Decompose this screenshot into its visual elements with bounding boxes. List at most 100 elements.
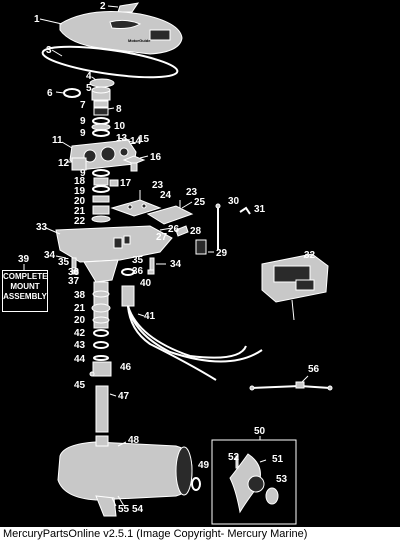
part-label: 9 [80,116,86,127]
part-32-control-board [261,253,329,321]
part-label: 54 [132,504,144,515]
part-label: 21 [74,206,86,217]
part-17-clip [109,179,119,187]
part-35-washer-right [149,257,155,271]
part-label: 34 [170,259,182,270]
part-label: 18 [74,176,86,187]
part-label: 21 [74,303,86,314]
part-20-bushing [92,195,110,203]
part-label: 14 [130,136,142,147]
part-label: 28 [190,226,202,237]
part-label: 10 [114,121,126,132]
part-label: 37 [68,276,80,287]
part-38-bushing [92,290,110,298]
part-label: 29 [216,248,228,259]
part-label: 23 [186,187,198,198]
part-label: 44 [74,354,86,365]
part-label: 4 [86,71,92,82]
part-label: 5 [86,83,92,94]
part-25-bracket-plate [146,201,194,225]
part-label: 40 [140,278,152,289]
part-label: 24 [160,190,172,201]
part-7-nut [93,100,109,108]
part-label: 25 [194,197,206,208]
part-12-gear [66,157,87,171]
part-2-cap [107,2,140,13]
part-label: 55 [118,504,130,515]
part-4-collar [89,76,115,88]
part-label: 53 [276,474,288,485]
mount-box-line: COMPLETE [3,272,48,281]
part-40-ring [121,268,135,276]
part-label: 39 [18,254,30,265]
part-label: 50 [254,426,266,437]
part-label: 49 [198,460,210,471]
part-29-bracket [195,239,214,255]
part-label: 47 [118,391,130,402]
mount-box-line: MOUNT [10,282,40,291]
part-55-anode [111,497,117,507]
part-label: 43 [74,340,86,351]
part-label: 2 [100,1,106,12]
part-label: 16 [150,152,162,163]
part-28-latch [175,225,189,237]
part-label: 22 [74,216,86,227]
part-48-motor [57,435,193,517]
part-19-ring [92,185,110,193]
part-31-clip [239,206,251,215]
part-label: 41 [144,311,156,322]
part-label: 38 [74,290,86,301]
part-label: 19 [74,186,86,197]
part-49-washer [191,477,201,491]
part-47-tube [95,385,117,433]
part-label: 34 [44,250,56,261]
part-label: 20 [74,196,86,207]
part-label: 33 [36,222,48,233]
part-label: 9 [80,168,86,179]
part-label: 56 [308,364,320,375]
part-54-skeg [117,495,125,507]
part-9-ring-c [92,169,110,177]
part-5-bushing [91,86,111,101]
part-label: 20 [74,315,86,326]
part-label: 52 [228,452,240,463]
part-label: 23 [152,180,164,191]
part-20-bushing-lower [92,316,110,324]
part-label: 13 [116,133,128,144]
part-16-knob [122,155,149,172]
part-9-ring-b [92,129,110,137]
part-label: 35 [58,257,70,268]
part-8-spring [93,107,115,116]
part-42-ring [93,329,109,337]
part-9-ring-a [92,117,110,125]
part-label: 8 [116,104,122,115]
part-34-screw-left [55,255,67,259]
part-label: 17 [120,178,132,189]
brand-mark: MotorGuide [128,38,151,43]
part-36-nut-right [147,269,155,275]
part-1-top-cover: MotorGuide [39,11,183,55]
part-label: 6 [47,88,53,99]
part-label: 9 [80,128,86,139]
part-label: 32 [304,250,316,261]
part-30-rod [215,203,221,250]
part-33-base-housing [45,225,173,283]
complete-mount-assembly-box[interactable]: COMPLETE MOUNT ASSEMBLY [2,270,48,312]
part-label: 7 [80,100,86,111]
part-label: 36 [132,266,144,277]
part-label: 42 [74,328,86,339]
part-35-washer-left [71,257,77,269]
part-44-ring [93,355,109,361]
mount-box-line: ASSEMBLY [3,292,47,301]
part-21-washer [92,205,110,215]
part-22-bearing [91,215,111,223]
part-36-nut-left [71,269,79,275]
part-label: 30 [228,196,240,207]
part-label: 1 [34,14,40,25]
part-label: 15 [138,134,150,145]
part-24-bracket-plate [110,199,162,217]
part-label: 26 [168,224,180,235]
part-label: 31 [254,204,266,215]
part-26-spring [159,227,173,231]
